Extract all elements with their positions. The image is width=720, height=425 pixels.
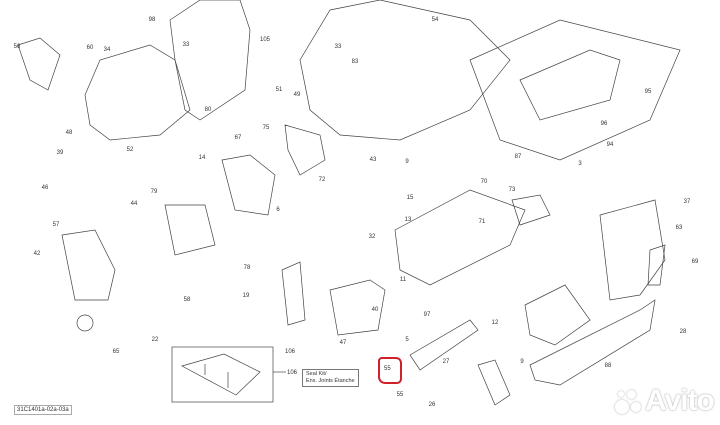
part-callout: 94 bbox=[606, 142, 614, 148]
part-callout: 6 bbox=[276, 207, 280, 213]
mud-flap bbox=[477, 359, 511, 406]
seal-kit-box bbox=[171, 346, 274, 403]
part-callout: 51 bbox=[275, 87, 283, 93]
highlighted-part-55[interactable]: 55 bbox=[378, 357, 402, 384]
part-callout: 3 bbox=[578, 161, 582, 167]
part-callout: 57 bbox=[52, 222, 60, 228]
part-callout: 14 bbox=[198, 155, 206, 161]
hood bbox=[299, 0, 511, 141]
part-callout: 78 bbox=[243, 265, 251, 271]
part-callout: 32 bbox=[368, 234, 376, 240]
part-callout: 33 bbox=[334, 44, 342, 50]
bumper-right bbox=[599, 199, 666, 301]
seal-kit-label: Seal Kit/ Ens. Joints Étanche bbox=[302, 369, 359, 387]
part-callout: 83 bbox=[351, 59, 359, 65]
skid-plate bbox=[469, 19, 681, 161]
side-panel-left bbox=[84, 44, 191, 141]
small-cover bbox=[511, 194, 551, 226]
part-callout: 12 bbox=[491, 320, 499, 326]
part-callout: 40 bbox=[371, 307, 379, 313]
part-callout: 39 bbox=[56, 150, 64, 156]
part-callout: 48 bbox=[65, 130, 73, 136]
part-callout: 22 bbox=[151, 337, 159, 343]
side-rail bbox=[394, 189, 526, 286]
part-callout: 106 bbox=[284, 349, 296, 355]
part-callout: 80 bbox=[204, 107, 212, 113]
inner-plate bbox=[519, 49, 621, 121]
headlight-bracket bbox=[221, 154, 276, 216]
guard bbox=[647, 244, 666, 286]
trim-strip bbox=[409, 319, 479, 371]
highlighted-part-label: 55 bbox=[384, 366, 391, 372]
part-callout: 43 bbox=[369, 157, 377, 163]
part-callout: 37 bbox=[683, 199, 691, 205]
part-callout: 56 bbox=[13, 44, 21, 50]
part-callout: 95 bbox=[644, 89, 652, 95]
part-callout: 98 bbox=[148, 17, 156, 23]
part-callout: 58 bbox=[183, 297, 191, 303]
seal-kit-line1: Seal Kit/ bbox=[306, 371, 327, 377]
part-callout: 88 bbox=[604, 363, 612, 369]
part-callout: 97 bbox=[423, 312, 431, 318]
part-callout: 33 bbox=[182, 42, 190, 48]
part-callout: 69 bbox=[691, 259, 699, 265]
part-callout: 65 bbox=[112, 349, 120, 355]
part-callout: 46 bbox=[41, 185, 49, 191]
part-callout: 70 bbox=[480, 179, 488, 185]
part-callout: 34 bbox=[103, 47, 111, 53]
bracket-left bbox=[164, 204, 216, 256]
part-callout: 13 bbox=[404, 217, 412, 223]
part-callout: 79 bbox=[150, 189, 158, 195]
part-callout: 27 bbox=[442, 359, 450, 365]
fender-left bbox=[17, 37, 61, 91]
part-callout: 60 bbox=[86, 45, 94, 51]
part-callout: 87 bbox=[514, 154, 522, 160]
rocker-panel bbox=[529, 299, 656, 386]
part-callout: 47 bbox=[339, 340, 347, 346]
part-callout: 15 bbox=[406, 195, 414, 201]
part-callout: 11 bbox=[399, 277, 407, 283]
lower-panel bbox=[524, 284, 591, 346]
part-callout: 105 bbox=[259, 37, 271, 43]
seal-kit-drawing bbox=[181, 353, 261, 396]
fastener bbox=[76, 314, 94, 332]
part-callout: 73 bbox=[508, 187, 516, 193]
part-callout: 52 bbox=[126, 147, 134, 153]
part-callout: 28 bbox=[679, 329, 687, 335]
headlight bbox=[329, 279, 386, 336]
part-callout: 9 bbox=[520, 359, 524, 365]
watermark: Avito bbox=[615, 384, 715, 418]
connector bbox=[284, 124, 326, 176]
reference-code: 31C1401a-02a-03a bbox=[14, 405, 72, 415]
light-cover bbox=[281, 261, 306, 326]
seal-kit-number: 106 bbox=[287, 370, 298, 376]
part-callout: 19 bbox=[242, 293, 250, 299]
part-callout: 44 bbox=[130, 201, 138, 207]
part-callout: 72 bbox=[318, 177, 326, 183]
part-callout: 96 bbox=[600, 121, 608, 127]
part-callout: 49 bbox=[293, 92, 301, 98]
part-callout: 42 bbox=[33, 251, 41, 257]
part-callout: 5 bbox=[405, 337, 409, 343]
seal-kit-line2: Ens. Joints Étanche bbox=[306, 378, 355, 384]
part-callout: 75 bbox=[262, 125, 270, 131]
part-callout: 54 bbox=[431, 17, 439, 23]
watermark-text: Avito bbox=[645, 384, 715, 417]
part-callout: 26 bbox=[428, 402, 436, 408]
frame-panel bbox=[169, 0, 251, 121]
part-callout: 67 bbox=[234, 135, 242, 141]
part-callout: 55 bbox=[396, 392, 404, 398]
part-callout: 9 bbox=[405, 159, 409, 165]
fender-well bbox=[61, 229, 116, 301]
part-callout: 63 bbox=[675, 225, 683, 231]
part-callout: 71 bbox=[478, 219, 486, 225]
avito-logo-icon bbox=[615, 388, 641, 414]
